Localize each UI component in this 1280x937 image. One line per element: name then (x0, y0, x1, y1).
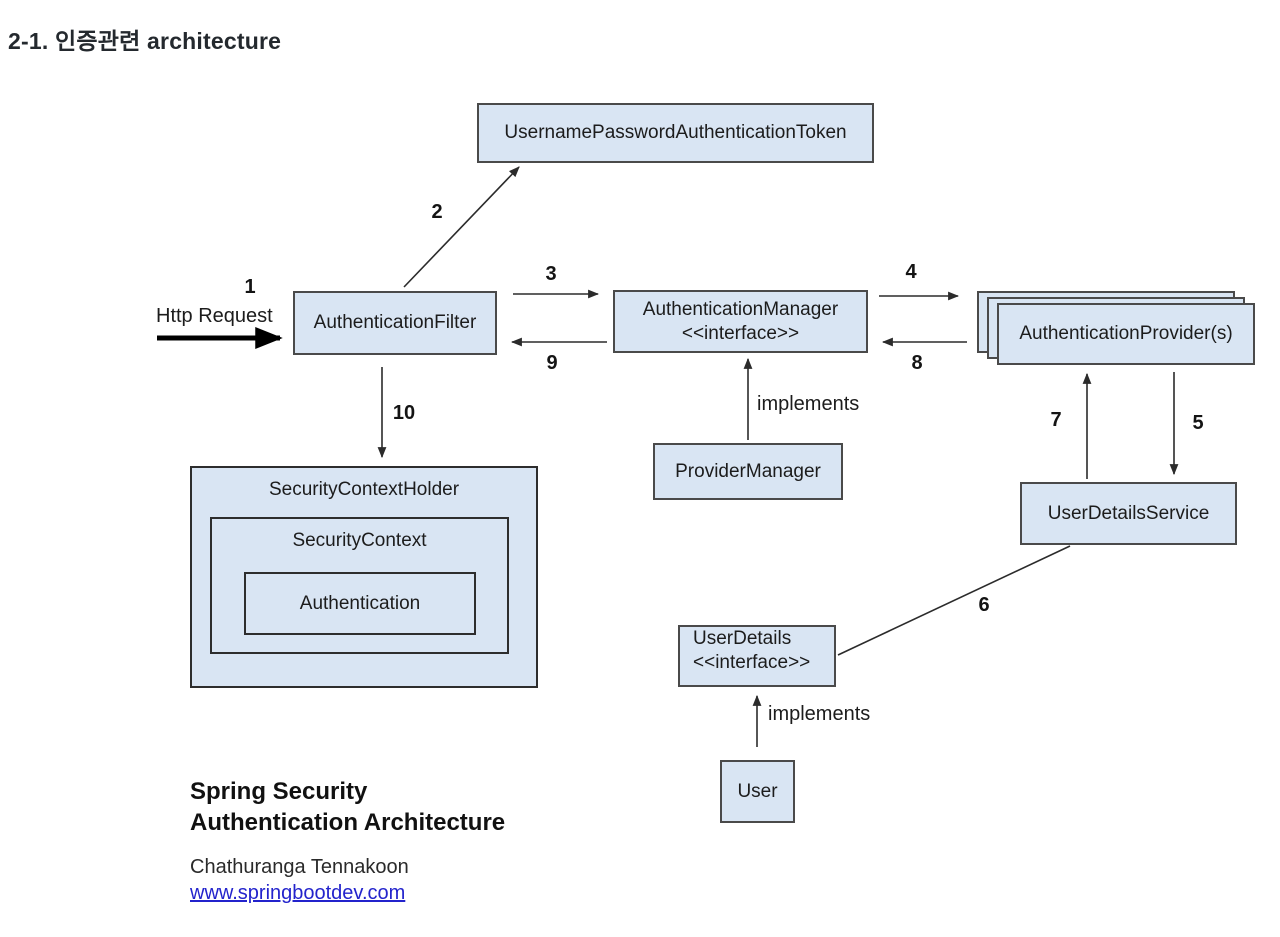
page-title: 2-1. 인증관련 architecture (8, 28, 282, 54)
step-number-1: 1 (244, 276, 256, 298)
node-user: User (720, 760, 795, 823)
node-label: User (737, 780, 778, 802)
node-security-context: SecurityContext Authentication (210, 517, 509, 654)
label-implements-user: implements (768, 703, 871, 725)
step-number-3: 3 (545, 263, 557, 285)
footer-title-line2: Authentication Architecture (190, 809, 506, 836)
node-label: AuthenticationManager (642, 298, 839, 320)
step-number-2: 2 (431, 201, 443, 223)
node-stereotype: <<interface>> (693, 651, 811, 673)
step-number-10: 10 (392, 402, 416, 424)
arrow-step-2 (403, 166, 520, 288)
node-authentication: Authentication (244, 572, 476, 635)
node-label: Authentication (299, 592, 421, 614)
label-implements-provider-manager: implements (757, 393, 860, 415)
node-label: AuthenticationProvider(s) (1019, 323, 1233, 345)
node-label: UsernamePasswordAuthenticationToken (504, 122, 847, 144)
connector-step-6 (837, 545, 1071, 656)
node-provider-manager: ProviderManager (653, 443, 843, 500)
node-security-context-holder: SecurityContextHolder SecurityContext Au… (190, 466, 538, 688)
step-number-9: 9 (546, 352, 558, 374)
footer-title-line1: Spring Security (190, 778, 368, 805)
node-authentication-filter: AuthenticationFilter (293, 291, 497, 355)
node-user-details-service: UserDetailsService (1020, 482, 1237, 545)
node-label: UserDetailsService (1047, 502, 1210, 524)
node-label: ProviderManager (675, 460, 821, 482)
node-label: AuthenticationFilter (313, 312, 477, 334)
node-authentication-manager: AuthenticationManager <<interface>> (613, 290, 868, 353)
node-stereotype: <<interface>> (681, 322, 800, 344)
footer-link[interactable]: www.springbootdev.com (190, 882, 406, 904)
node-label: SecurityContext (292, 530, 427, 551)
node-user-details: UserDetails <<interface>> (678, 625, 836, 687)
step-number-6: 6 (978, 594, 990, 616)
label-http-request: Http Request (156, 305, 273, 327)
step-number-7: 7 (1050, 409, 1062, 431)
footer-title: Spring Security Authentication Architect… (190, 776, 505, 838)
step-number-4: 4 (905, 261, 917, 283)
node-label: UserDetails (693, 628, 792, 649)
step-number-5: 5 (1192, 412, 1204, 434)
footer-author: Chathuranga Tennakoon (190, 856, 409, 878)
step-number-8: 8 (911, 352, 923, 374)
node-label: SecurityContextHolder (268, 479, 460, 500)
provider-stack-front-card: AuthenticationProvider(s) (997, 303, 1255, 365)
node-username-password-authentication-token: UsernamePasswordAuthenticationToken (477, 103, 874, 163)
